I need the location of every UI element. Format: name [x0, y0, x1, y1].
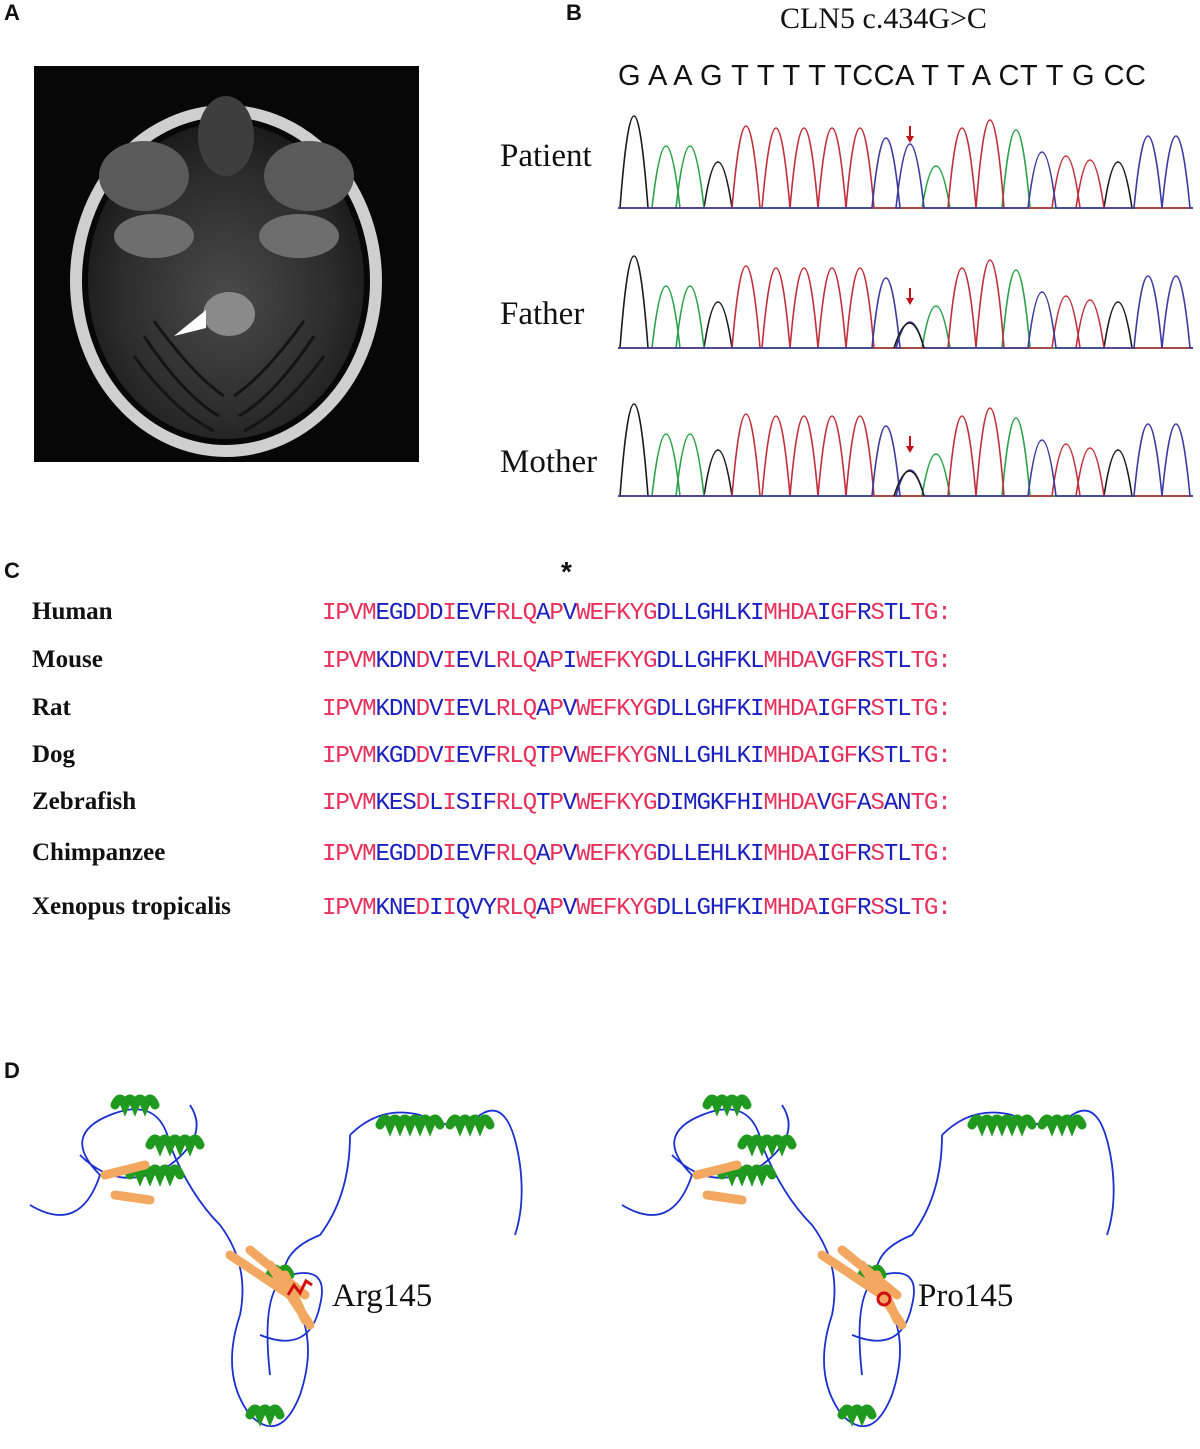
panel-label-a: A — [4, 0, 20, 25]
species-name: Dog — [32, 741, 76, 768]
trace-label-mother: Mother — [500, 444, 598, 480]
panel-label-c: C — [4, 558, 20, 583]
variant-title: CLN5 c.434G>C — [780, 2, 987, 35]
panel-label-b: B — [566, 0, 582, 25]
aligned-sequence: IPVMKNEDIIQVYRLQAPVWEFKYGDLLGHFKIMHDAIGF… — [322, 895, 952, 922]
trace-label-father: Father — [500, 296, 585, 332]
mri-illustration — [70, 96, 382, 457]
trace-label-patient: Patient — [500, 138, 592, 174]
aligned-sequence: IPVMKGDDVIEVFRLQTPVWEFKYGNLLGHLKIMHDAIGF… — [322, 743, 952, 770]
mri-axial-image — [34, 66, 419, 462]
species-name: Zebrafish — [32, 788, 137, 815]
species-name: Chimpanzee — [32, 839, 166, 866]
residue-label-mutant: Pro145 — [918, 1278, 1014, 1314]
protein-structure-mutant — [621, 1094, 1115, 1428]
chromatogram-patient — [618, 115, 1193, 209]
aligned-sequence: IPVMEGDDDIEVFRLQAPVWEFKYGDLLEHLKIMHDAIGF… — [322, 841, 952, 868]
species-name: Human — [32, 598, 113, 625]
base-sequence: G A A G T T T T TCCA T T A CT T G CC — [618, 60, 1147, 92]
chromatogram-mother — [618, 403, 1193, 497]
protein-structure-wildtype — [29, 1094, 523, 1428]
panel-label-d: D — [4, 1058, 20, 1083]
aligned-sequence: IPVMKDNDVIEVLRLQAPVWEFKYGDLLGHFKIMHDAIGF… — [322, 696, 952, 723]
species-name: Xenopus tropicalis — [32, 893, 231, 920]
species-name: Mouse — [32, 646, 103, 673]
mutation-position-marker: * — [561, 556, 572, 587]
aligned-sequence: IPVMKESDLISIFRLQTPVWEFKYGDIMGKFHIMHDAVGF… — [322, 790, 952, 817]
residue-label-wildtype: Arg145 — [332, 1278, 433, 1314]
aligned-sequence: IPVMKDNDVIEVLRLQAPIWEFKYGDLLGHFKLMHDAVGF… — [322, 648, 952, 675]
species-name: Rat — [32, 694, 71, 721]
chromatogram-father — [618, 255, 1193, 349]
aligned-sequence: IPVMEGDDDIEVFRLQAPVWEFKYGDLLGHLKIMHDAIGF… — [322, 600, 952, 627]
arrowhead-icon — [174, 310, 206, 336]
